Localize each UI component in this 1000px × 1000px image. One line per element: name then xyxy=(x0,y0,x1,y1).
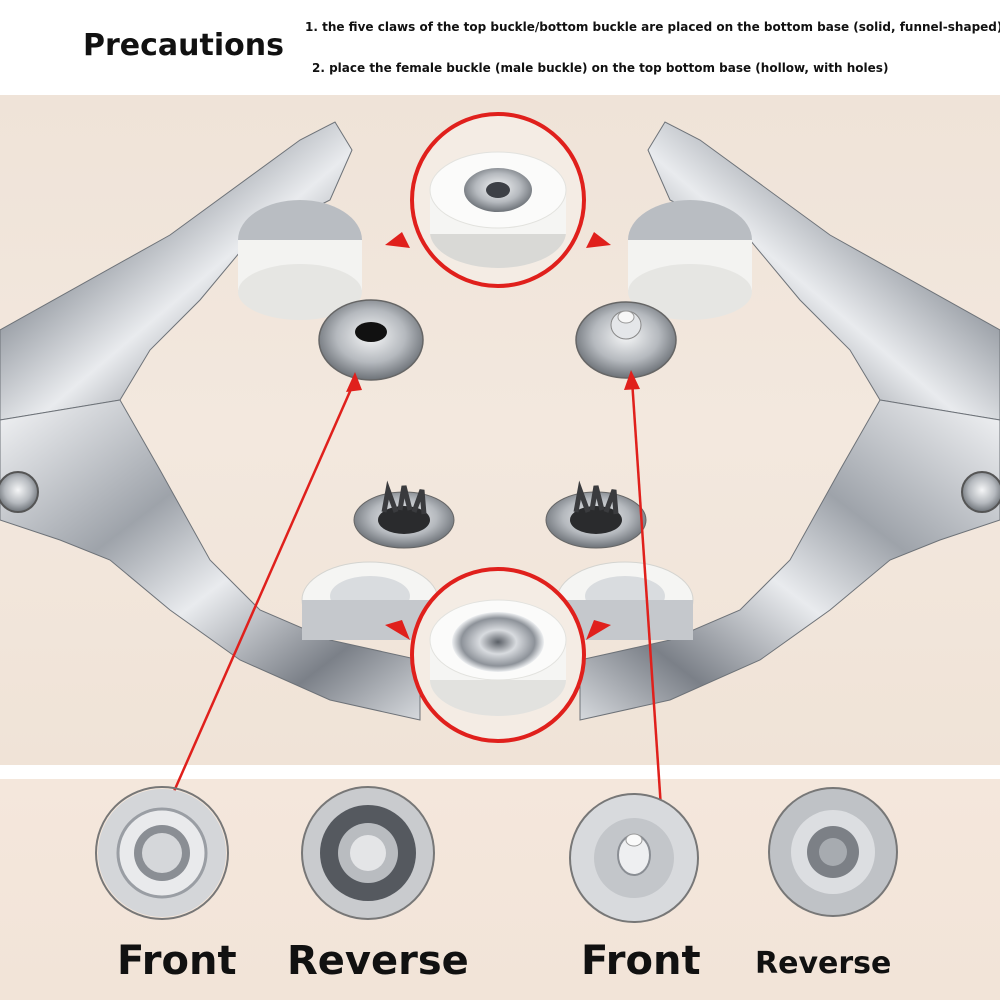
snap-reverse-female xyxy=(301,786,435,920)
precaution-note-2: 2. place the female buckle (male buckle)… xyxy=(312,61,889,75)
left-upper-die xyxy=(238,200,362,320)
male-snap-part xyxy=(575,301,677,379)
label-reverse-2: Reverse xyxy=(755,946,892,981)
label-reverse-1: Reverse xyxy=(287,938,469,984)
precaution-note-1: 1. the five claws of the top buckle/bott… xyxy=(305,20,1000,34)
right-lower-die xyxy=(556,561,694,640)
snap-front-male xyxy=(569,793,699,923)
right-prong-ring xyxy=(545,480,647,549)
label-front-1: Front xyxy=(117,938,237,984)
page-title: Precautions xyxy=(83,28,284,63)
snap-reverse-male xyxy=(768,787,898,917)
female-snap-part xyxy=(318,299,424,381)
snap-front-female xyxy=(95,786,229,920)
label-front-2: Front xyxy=(581,938,701,984)
top-die-magnifier xyxy=(385,112,611,288)
left-pivot-rivet xyxy=(0,471,39,513)
left-red-arrow xyxy=(166,372,362,806)
right-upper-die xyxy=(628,200,752,320)
pliers-illustration xyxy=(0,112,1000,743)
right-red-arrow xyxy=(624,370,663,809)
bottom-die-magnifier xyxy=(385,567,611,743)
divider xyxy=(0,765,1000,779)
pliers-photo xyxy=(0,95,1000,765)
right-pivot-rivet xyxy=(961,471,1000,513)
left-prong-ring xyxy=(353,480,455,549)
header: Precautions 1. the five claws of the top… xyxy=(0,0,1000,95)
